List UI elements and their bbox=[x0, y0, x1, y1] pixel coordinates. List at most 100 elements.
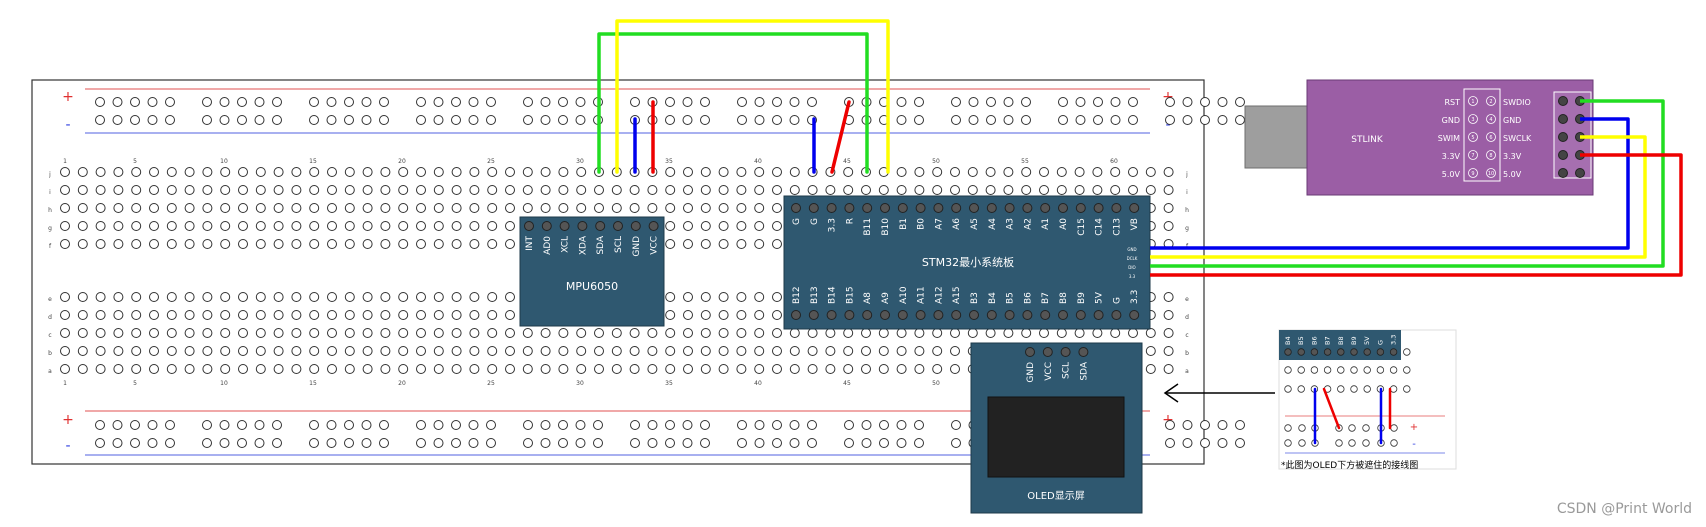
inset-rail-hole bbox=[1348, 424, 1356, 432]
stlink-pin-number: 2 bbox=[1489, 99, 1492, 105]
rail-hole bbox=[523, 115, 533, 125]
rail-hole bbox=[700, 420, 710, 430]
mpu6050-pin bbox=[541, 221, 552, 231]
breadboard-hole bbox=[202, 364, 213, 374]
breadboard-hole bbox=[451, 328, 462, 338]
breadboard-hole bbox=[166, 221, 177, 231]
column-number: 35 bbox=[665, 380, 673, 387]
breadboard-hole bbox=[398, 221, 409, 231]
stlink-output-pin bbox=[1558, 96, 1568, 106]
rail-hole bbox=[433, 97, 444, 107]
rail-hole bbox=[558, 115, 568, 125]
breadboard-hole bbox=[861, 328, 871, 338]
stm32-bottom-pin-label: A9 bbox=[881, 292, 891, 304]
stlink-pin-number: 8 bbox=[1489, 153, 1492, 159]
stlink-output-pin bbox=[1558, 150, 1568, 160]
inset-rail-hole bbox=[1284, 424, 1292, 432]
rail-hole bbox=[1200, 438, 1210, 448]
inset-rail-hole bbox=[1298, 424, 1306, 432]
stm32-top-pin bbox=[897, 203, 908, 213]
stlink-pin-number: 6 bbox=[1489, 135, 1492, 141]
red-wire-swd-3v3 bbox=[1150, 153, 1683, 277]
inset-hole bbox=[1337, 385, 1345, 393]
breadboard-hole bbox=[149, 203, 159, 213]
rail-hole bbox=[1093, 115, 1103, 125]
row-letter: e bbox=[1185, 296, 1189, 303]
breadboard-hole bbox=[238, 310, 248, 320]
breadboard-hole bbox=[558, 185, 569, 195]
inset-hole bbox=[1310, 366, 1319, 374]
breadboard-hole bbox=[309, 292, 320, 302]
stm32-top-pin-label: A4 bbox=[988, 218, 998, 230]
rail-hole bbox=[951, 97, 961, 107]
breadboard-hole bbox=[416, 292, 426, 302]
breadboard-hole bbox=[665, 221, 676, 231]
rail-hole bbox=[986, 115, 996, 125]
breadboard-hole bbox=[1092, 185, 1103, 195]
stm32-side-pin-label: DIO bbox=[1128, 265, 1135, 270]
rail-hole bbox=[344, 420, 354, 430]
breadboard-hole bbox=[433, 346, 444, 356]
stm32-bottom-pin bbox=[880, 310, 890, 320]
breadboard-hole bbox=[398, 167, 409, 177]
stlink-right-label: SWDIO bbox=[1503, 98, 1531, 107]
breadboard-hole bbox=[380, 310, 391, 320]
breadboard-hole bbox=[967, 185, 978, 195]
breadboard-hole bbox=[398, 346, 409, 356]
inset-hole bbox=[1403, 348, 1411, 356]
breadboard-hole bbox=[327, 328, 337, 338]
rail-hole bbox=[219, 420, 230, 430]
rail-hole bbox=[754, 115, 765, 125]
stlink-pin-header-outline bbox=[1463, 88, 1501, 182]
breadboard-hole bbox=[772, 239, 782, 249]
mpu6050-pin-label: SDA bbox=[596, 235, 606, 254]
breadboard-hole bbox=[398, 239, 409, 249]
column-number: 1 bbox=[63, 158, 67, 165]
rail-hole bbox=[540, 438, 551, 448]
breadboard-hole bbox=[843, 328, 854, 338]
mpu6050-pin-label: XDA bbox=[578, 235, 588, 255]
rail-hole bbox=[700, 115, 710, 125]
rail-hole bbox=[237, 115, 247, 125]
breadboard-hole bbox=[113, 364, 124, 374]
rail-hole bbox=[1021, 97, 1031, 107]
breadboard-hole bbox=[291, 203, 302, 213]
breadboard-hole bbox=[273, 310, 284, 320]
breadboard-hole bbox=[131, 185, 142, 195]
breadboard-hole bbox=[487, 185, 498, 195]
stm32-bottom-pin bbox=[1004, 310, 1015, 320]
inset-pin-label: B8 bbox=[1337, 336, 1345, 345]
breadboard-hole bbox=[60, 310, 70, 320]
breadboard-hole bbox=[362, 185, 373, 195]
stm32-top-pin bbox=[1040, 203, 1051, 213]
breadboard-hole bbox=[380, 221, 391, 231]
rail-hole bbox=[147, 438, 158, 448]
breadboard-hole bbox=[451, 346, 462, 356]
stm32-bottom-pin bbox=[791, 310, 801, 320]
stm32-top-pin-label: B0 bbox=[917, 218, 927, 230]
rail-hole bbox=[147, 97, 158, 107]
breadboard-hole bbox=[1021, 328, 1032, 338]
rail-hole bbox=[309, 115, 319, 125]
breadboard-hole bbox=[1145, 364, 1156, 374]
rail-hole bbox=[1217, 438, 1228, 448]
breadboard-hole bbox=[238, 346, 248, 356]
breadboard-hole bbox=[861, 346, 871, 356]
rail-hole bbox=[112, 97, 123, 107]
breadboard-hole bbox=[220, 364, 231, 374]
breadboard-hole bbox=[327, 203, 337, 213]
stm32-top-pin-label: C14 bbox=[1095, 218, 1105, 236]
stm32-top-pin bbox=[951, 203, 962, 213]
breadboard-hole bbox=[433, 328, 444, 338]
breadboard-hole bbox=[754, 364, 765, 374]
rail-hole bbox=[416, 420, 426, 430]
stm32-top-pin-label: A1 bbox=[1041, 218, 1051, 230]
usb-plug bbox=[1244, 105, 1309, 169]
breadboard-hole bbox=[255, 328, 266, 338]
breadboard-hole bbox=[736, 328, 747, 338]
breadboard-hole bbox=[594, 203, 604, 213]
inset-pin-label: B4 bbox=[1284, 336, 1292, 345]
rail-hole bbox=[112, 420, 123, 430]
column-number: 5 bbox=[133, 380, 137, 387]
